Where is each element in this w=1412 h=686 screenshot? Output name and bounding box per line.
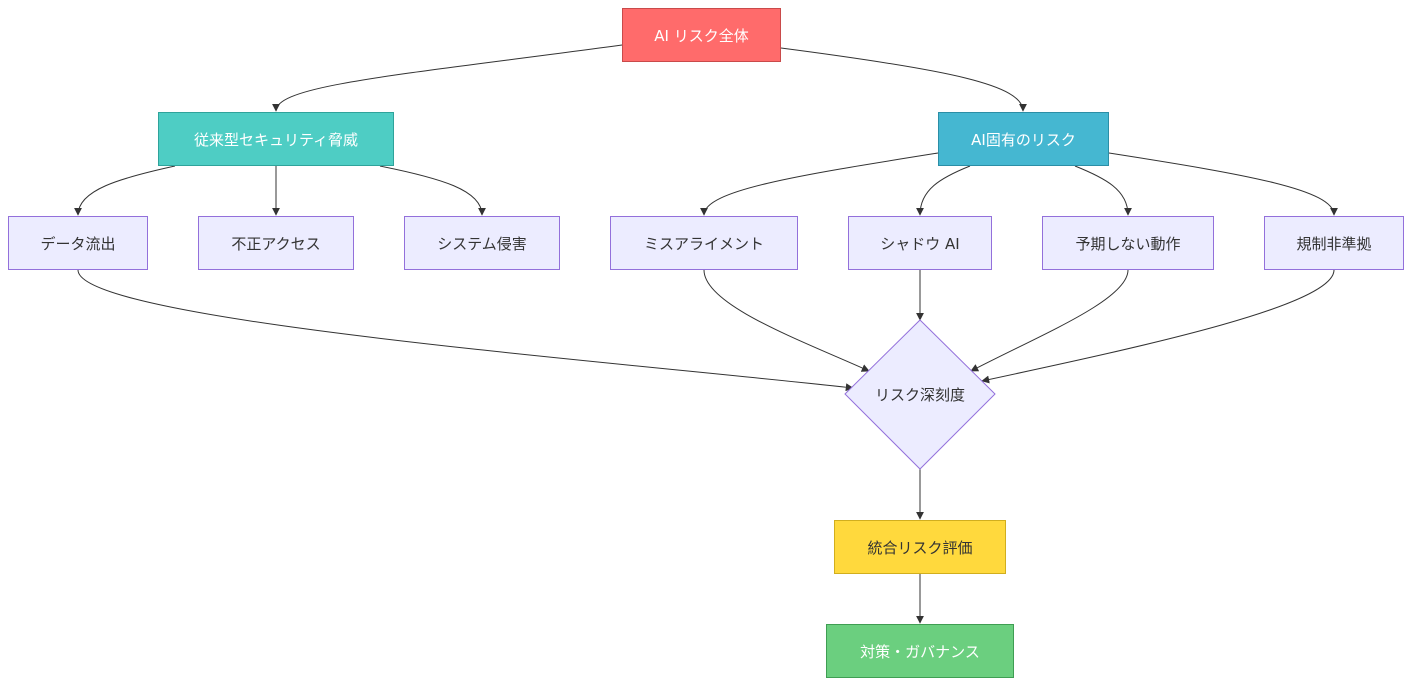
- edge-non-compliance-severity: [981, 269, 1335, 384]
- system-intrusion-node: システム侵害: [404, 216, 560, 270]
- ai-specific-risks-node: AI固有のリスク: [938, 112, 1109, 166]
- root-node: AI リスク全体: [622, 8, 781, 62]
- edge-ai-shadow-ai: [916, 165, 971, 216]
- unexpected-behavior-label: 予期しない動作: [1075, 234, 1181, 253]
- severity-decision-label: リスク深刻度: [874, 385, 965, 404]
- edge-ai-misalignment: [700, 152, 939, 216]
- governance-label: 対策・ガバナンス: [860, 642, 980, 661]
- shadow-ai-label: シャドウ AI: [880, 234, 960, 253]
- unauthorized-access-node: 不正アクセス: [198, 216, 354, 270]
- edge-traditional-data-leak: [74, 165, 176, 216]
- system-intrusion-label: システム侵害: [437, 234, 527, 253]
- integrated-evaluation-label: 統合リスク評価: [867, 538, 973, 557]
- misalignment-node: ミスアライメント: [610, 216, 798, 270]
- edge-data-leak-severity: [77, 269, 854, 392]
- misalignment-label: ミスアライメント: [643, 234, 764, 253]
- non-compliance-node: 規制非準拠: [1264, 216, 1404, 270]
- edge-unexpected-behavior-severity: [970, 269, 1129, 372]
- governance-node: 対策・ガバナンス: [826, 624, 1014, 678]
- data-leak-label: データ流出: [40, 234, 116, 253]
- traditional-threats-label: 従来型セキュリティ脅威: [193, 130, 359, 149]
- integrated-evaluation-node: 統合リスク評価: [834, 520, 1006, 574]
- root-node-label: AI リスク全体: [654, 26, 749, 45]
- shadow-ai-node: シャドウ AI: [848, 216, 992, 270]
- severity-decision-label-box: リスク深刻度: [845, 374, 995, 414]
- traditional-threats-node: 従来型セキュリティ脅威: [158, 112, 394, 166]
- edge-root-ai-specific: [780, 47, 1027, 112]
- edge-ai-non-compliance: [1108, 152, 1338, 216]
- edge-root-traditional: [272, 44, 623, 112]
- edge-traditional-system-intrusion: [379, 165, 486, 216]
- ai-specific-risks-label: AI固有のリスク: [971, 130, 1076, 149]
- non-compliance-label: 規制非準拠: [1296, 234, 1372, 253]
- severity-decision-diamond: [844, 319, 996, 470]
- edge-misalignment-severity: [703, 269, 870, 372]
- unauthorized-access-label: 不正アクセス: [231, 234, 321, 253]
- data-leak-node: データ流出: [8, 216, 148, 270]
- edge-ai-unexpected-behavior: [1074, 165, 1132, 216]
- unexpected-behavior-node: 予期しない動作: [1042, 216, 1214, 270]
